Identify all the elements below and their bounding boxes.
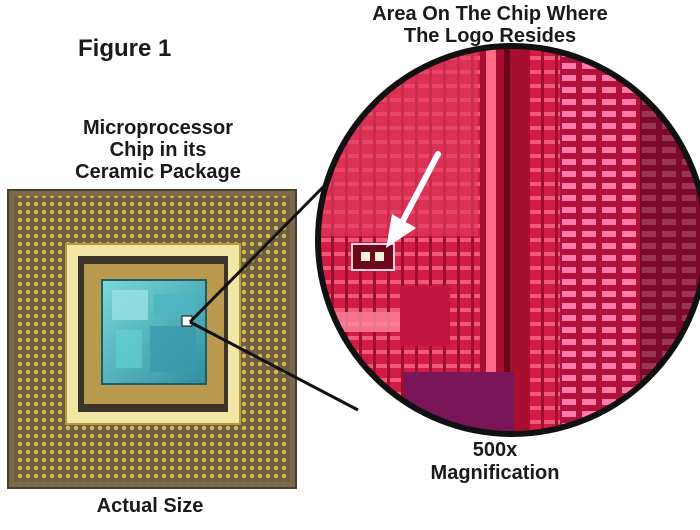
ceramic-package (8, 190, 296, 488)
